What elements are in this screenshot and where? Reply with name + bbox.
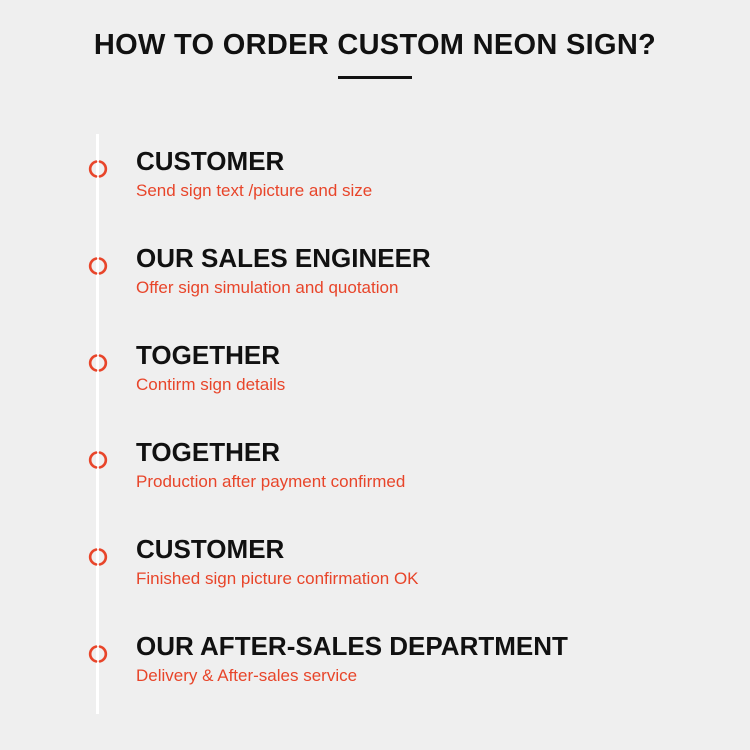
step-description: Offer sign simulation and quotation <box>136 278 399 297</box>
step-heading: CUSTOMER <box>136 534 285 564</box>
step-heading: OUR AFTER-SALES DEPARTMENT <box>136 631 568 661</box>
circle-marker-icon <box>87 352 109 374</box>
circle-marker-icon <box>87 255 109 277</box>
step-item: CUSTOMER Send sign text /picture and siz… <box>0 145 750 225</box>
circle-marker-icon <box>87 546 109 568</box>
step-item: TOGETHER Contirm sign details <box>0 339 750 419</box>
circle-marker-icon <box>87 449 109 471</box>
step-heading: OUR SALES ENGINEER <box>136 243 431 273</box>
step-item: TOGETHER Production after payment confir… <box>0 436 750 516</box>
step-item: OUR SALES ENGINEER Offer sign simulation… <box>0 242 750 322</box>
step-item: OUR AFTER-SALES DEPARTMENT Delivery & Af… <box>0 630 750 710</box>
step-description: Send sign text /picture and size <box>136 181 373 200</box>
page-title: HOW TO ORDER CUSTOM NEON SIGN? <box>93 29 657 61</box>
title-underline <box>338 76 412 79</box>
timeline-line <box>96 134 99 714</box>
step-description: Production after payment confirmed <box>136 472 406 491</box>
step-heading: TOGETHER <box>136 340 280 370</box>
step-description: Delivery & After-sales service <box>136 666 358 685</box>
step-description: Contirm sign details <box>136 375 286 394</box>
step-item: CUSTOMER Finished sign picture confirmat… <box>0 533 750 613</box>
step-heading: CUSTOMER <box>136 146 285 176</box>
circle-marker-icon <box>87 643 109 665</box>
circle-marker-icon <box>87 158 109 180</box>
step-description: Finished sign picture confirmation OK <box>136 569 419 588</box>
step-heading: TOGETHER <box>136 437 280 467</box>
